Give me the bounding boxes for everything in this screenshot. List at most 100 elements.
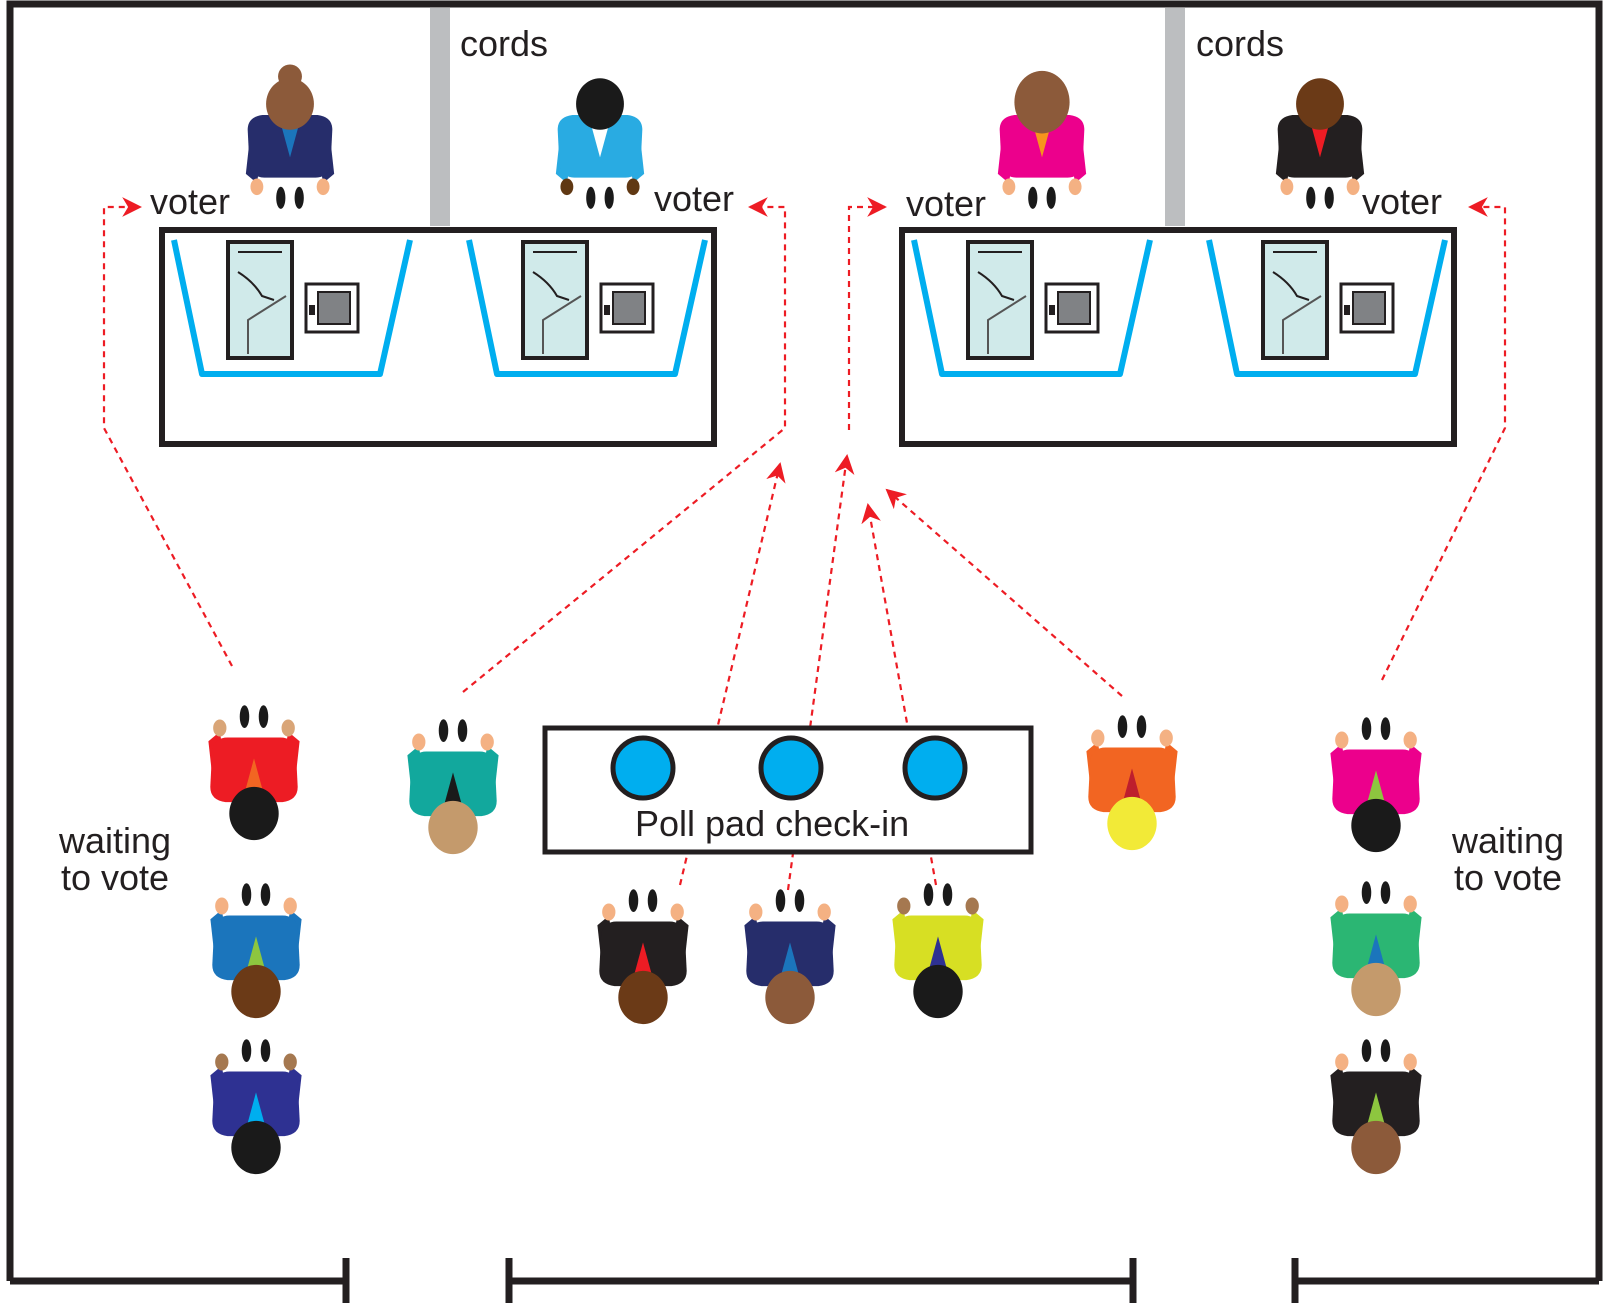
room-walls — [6, 0, 1603, 1303]
shoe-left — [1361, 1039, 1372, 1062]
head — [1351, 962, 1401, 1017]
shoe-left — [438, 719, 449, 742]
hand-right — [283, 897, 297, 915]
card-reader-button — [1049, 305, 1055, 315]
hand-pointer-icon — [532, 271, 570, 301]
hand-right — [1403, 731, 1417, 749]
card-reader-slot — [612, 291, 646, 325]
hand-right — [1159, 729, 1173, 747]
cords-label-right: cords — [1196, 23, 1285, 64]
check-in-label: Poll pad check-in — [635, 803, 910, 844]
booth-voter — [1275, 78, 1365, 209]
hand-right — [281, 719, 295, 737]
shoe-right — [260, 883, 271, 906]
shoe-right — [647, 889, 658, 912]
shoe-right — [1324, 186, 1334, 209]
card-reader-slot — [1352, 291, 1386, 325]
stylus-path — [1282, 295, 1322, 354]
hand-left — [897, 897, 911, 915]
path-center-to-booth-3 — [847, 197, 887, 430]
card-reader-button — [604, 305, 610, 315]
hand-pointer-icon — [1272, 271, 1310, 301]
hand-right — [283, 1053, 297, 1071]
hand-right — [1403, 895, 1417, 913]
shoe-right — [1046, 186, 1056, 209]
hand-left — [1280, 178, 1294, 196]
person-walking-to-booth — [1086, 715, 1178, 851]
booth-privacy-screen — [171, 239, 413, 377]
hand-left — [1335, 731, 1349, 749]
hand-left — [1002, 178, 1016, 196]
outer-wall — [6, 0, 1603, 1281]
shoe-right — [794, 889, 805, 912]
cord-left — [430, 8, 450, 226]
cord-right — [1165, 8, 1185, 226]
head — [765, 970, 815, 1025]
shoe-right — [294, 186, 304, 209]
head — [913, 964, 963, 1019]
path-orange-to-booth-3 — [885, 488, 1123, 697]
card-reader-button — [1344, 305, 1350, 315]
hand-left — [1335, 1053, 1349, 1071]
shoe-left — [775, 889, 786, 912]
hand-right — [626, 178, 640, 196]
stylus-path — [987, 295, 1027, 354]
head — [1351, 1120, 1401, 1175]
head — [618, 970, 668, 1025]
head — [229, 786, 279, 841]
check-in-table — [542, 725, 1034, 855]
shoe-left — [628, 889, 639, 912]
path-teal-to-booth-2 — [462, 197, 787, 693]
poll-pad-2 — [758, 735, 824, 801]
booth-privacy-screen — [466, 239, 708, 377]
voter-label-2: voter — [654, 178, 735, 219]
person-waiting-left — [210, 883, 302, 1019]
poll-pads — [610, 735, 968, 801]
booth-privacy-screen — [911, 239, 1153, 377]
waiting-label-right-line-1: waiting — [1451, 820, 1565, 861]
shoe-right — [457, 719, 468, 742]
shoe-left — [1028, 186, 1038, 209]
head — [428, 800, 478, 855]
hand-right — [817, 903, 831, 921]
card-reader-button — [309, 305, 315, 315]
hand-left — [215, 897, 229, 915]
voter-paths — [102, 197, 1507, 891]
voting-booth — [466, 239, 708, 377]
voting-table-2 — [899, 70, 1457, 447]
hand-left — [560, 178, 574, 196]
person-check-in — [744, 889, 836, 1025]
voting-machine — [226, 240, 294, 360]
person-waiting-right — [1330, 717, 1422, 853]
voting-machine — [966, 240, 1034, 360]
poll-pad-1 — [610, 735, 676, 801]
cords-label-left: cords — [460, 23, 549, 64]
hand-right — [316, 178, 330, 196]
shoe-right — [258, 705, 269, 728]
head — [1296, 78, 1344, 130]
shoe-right — [260, 1039, 271, 1062]
head — [231, 964, 281, 1019]
stylus-path — [247, 295, 287, 354]
path-checkin-3 — [861, 503, 938, 886]
head — [231, 1120, 281, 1175]
voting-machine — [521, 240, 589, 360]
card-reader-slot — [317, 291, 351, 325]
head — [1107, 796, 1157, 851]
hand-left — [412, 733, 426, 751]
person-check-in — [597, 889, 689, 1025]
poll-pad-3 — [902, 735, 968, 801]
hair — [1014, 70, 1070, 134]
booth-voter — [245, 64, 335, 209]
voter-label-1: voter — [150, 181, 231, 222]
shoe-left — [241, 883, 252, 906]
voter-label-3: voter — [906, 183, 987, 224]
head — [266, 78, 314, 130]
hand-right — [1068, 178, 1082, 196]
person-walking-to-booth — [407, 719, 499, 855]
shoe-left — [923, 883, 934, 906]
shoe-left — [239, 705, 250, 728]
card-reader-slot — [1057, 291, 1091, 325]
shoe-left — [586, 186, 596, 209]
